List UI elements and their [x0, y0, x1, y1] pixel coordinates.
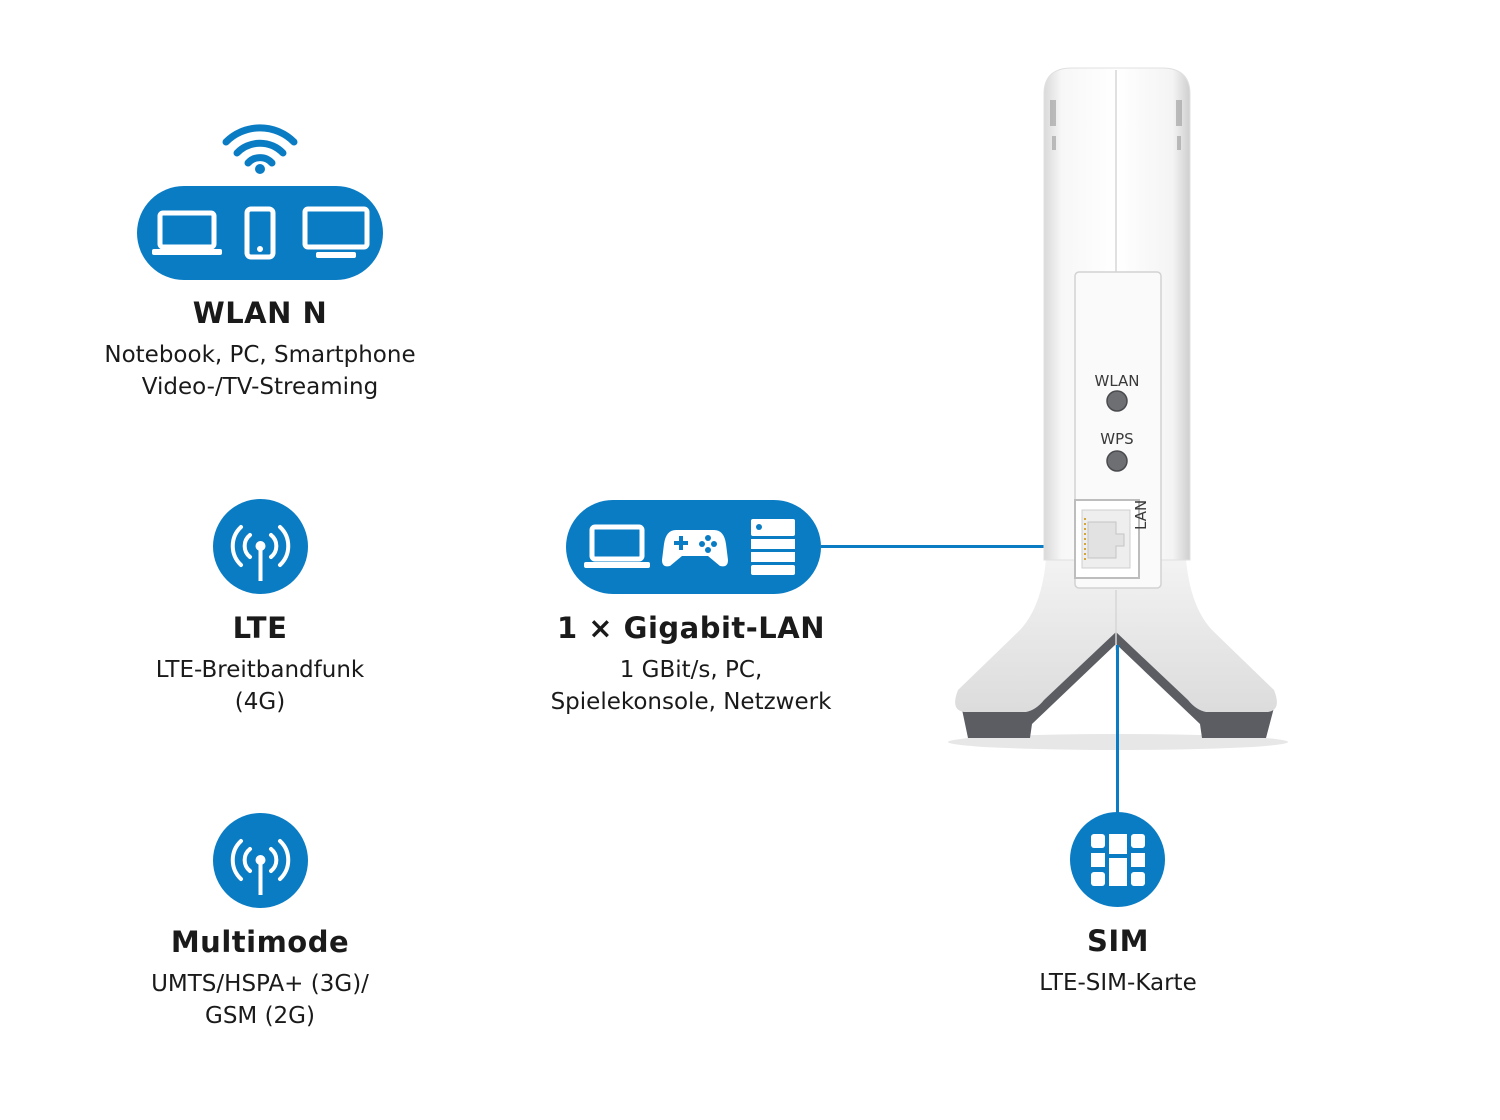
wlan-device-label: WLAN	[1094, 372, 1140, 390]
wlan-description: Notebook, PC, Smartphone Video-/TV-Strea…	[104, 341, 416, 400]
wifi-icon	[222, 124, 298, 174]
multimode-title: Multimode	[170, 925, 350, 959]
wlan-title: WLAN N	[192, 296, 328, 330]
server-icon	[751, 519, 795, 575]
lte-feature: LTE LTE-Breitbandfunk (4G)	[60, 611, 460, 718]
wps-device-button[interactable]	[1106, 450, 1128, 472]
lte-badge	[213, 499, 308, 594]
gamepad-icon	[662, 530, 728, 567]
lan-feature: 1 × Gigabit-LAN 1 GBit/s, PC, Spielekons…	[491, 611, 891, 718]
multimode-badge	[213, 813, 308, 908]
antenna-icon	[230, 839, 291, 895]
lan-port-label: LAN	[1132, 499, 1150, 530]
laptop-icon	[584, 524, 650, 568]
router-device	[948, 67, 1288, 750]
monitor-icon	[302, 206, 370, 258]
lte-title: LTE	[232, 611, 288, 645]
multimode-feature: Multimode UMTS/HSPA+ (3G)/ GSM (2G)	[60, 925, 460, 1032]
lan-connector-line	[821, 545, 1072, 548]
laptop-icon	[152, 210, 222, 255]
sim-feature: SIM LTE-SIM-Karte	[918, 924, 1318, 999]
wlan-devices-badge	[137, 186, 383, 280]
sim-badge	[1070, 812, 1165, 907]
lte-description: LTE-Breitbandfunk (4G)	[155, 656, 365, 715]
sim-description: LTE-SIM-Karte	[1039, 969, 1197, 996]
multimode-description: UMTS/HSPA+ (3G)/ GSM (2G)	[151, 970, 369, 1029]
sim-card-icon	[1091, 834, 1145, 886]
smartphone-icon	[244, 206, 276, 260]
wlan-device-button[interactable]	[1106, 390, 1128, 412]
sim-title: SIM	[1086, 924, 1150, 958]
sim-connector-line	[1116, 645, 1119, 815]
lan-description: 1 GBit/s, PC, Spielekonsole, Netzwerk	[550, 656, 832, 715]
wlan-feature: WLAN N Notebook, PC, Smartphone Video-/T…	[60, 296, 460, 403]
lan-devices-badge	[566, 500, 821, 594]
wps-device-label: WPS	[1100, 430, 1134, 448]
lan-title: 1 × Gigabit-LAN	[556, 611, 826, 645]
antenna-icon	[230, 525, 291, 581]
